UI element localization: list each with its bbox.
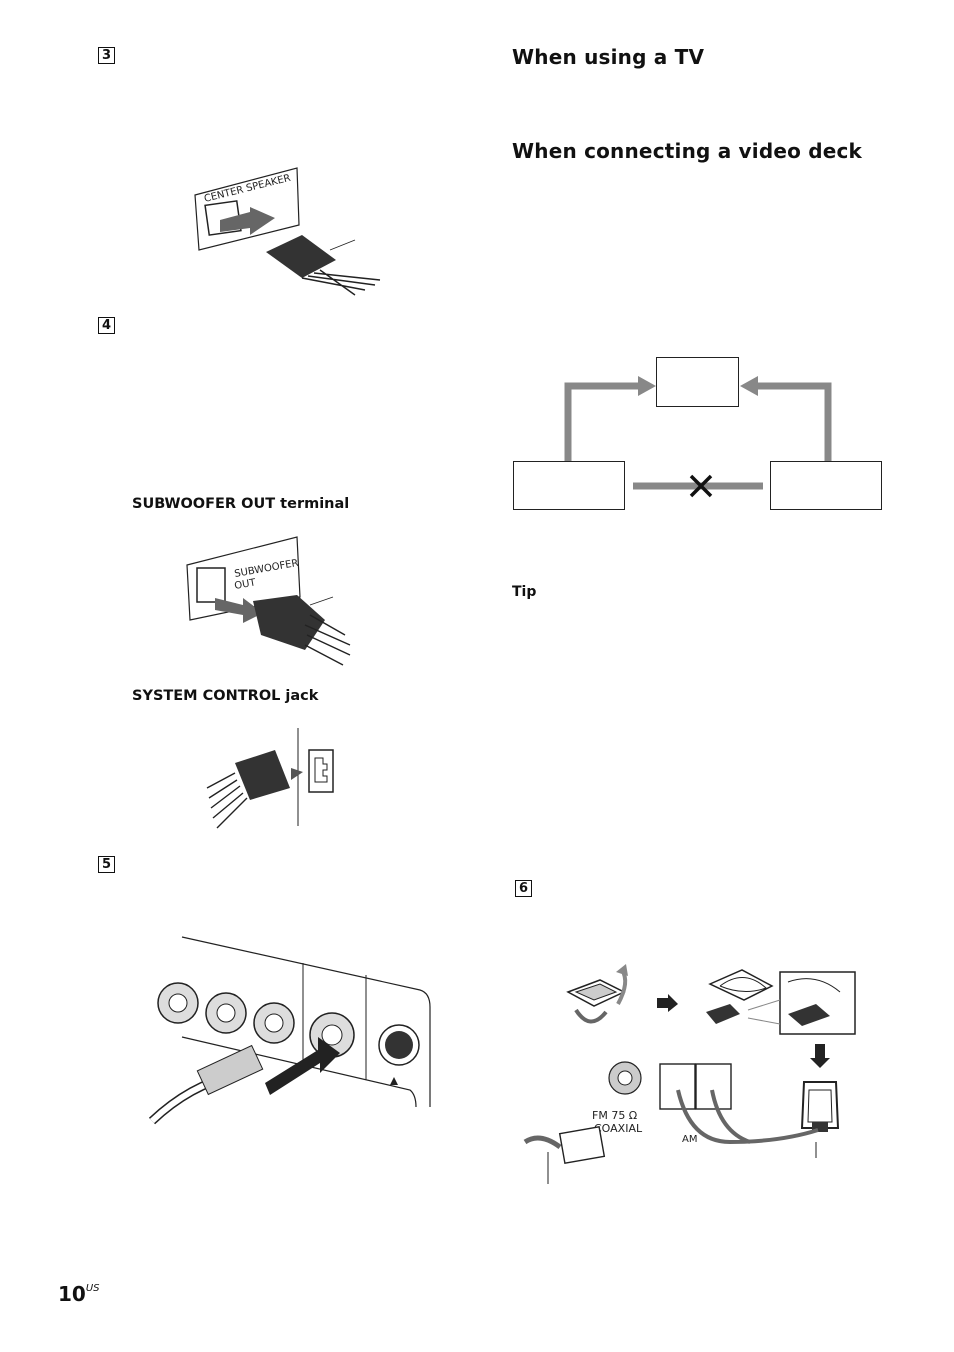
system-control-connection-illustration	[206, 728, 334, 829]
connection-diagram	[512, 356, 884, 514]
center-speaker-connection-illustration: CENTER SPEAKER	[194, 167, 381, 296]
antenna-connection-illustration: FM 75 Ω COAXIAL AM	[523, 964, 856, 1184]
subwoofer-out-terminal-label: SUBWOOFER OUT terminal	[132, 496, 350, 512]
heading-when-connecting-a-video-deck: When connecting a video deck	[512, 139, 863, 163]
diagram-arrows	[564, 376, 832, 498]
heading-when-using-a-tv: When using a TV	[512, 45, 705, 69]
coaxial-label: COAXIAL	[594, 1122, 643, 1135]
subwoofer-out-connection-illustration: SUBWOOFER OUT	[186, 536, 351, 666]
out-text: OUT	[234, 577, 258, 592]
step-4-marker: 4	[98, 317, 115, 334]
diagram-top-box	[656, 357, 739, 407]
diagram-right-box	[770, 461, 882, 510]
diagram-left-box	[513, 461, 625, 510]
step-6-marker: 6	[515, 880, 532, 897]
step-5-marker: 5	[98, 856, 115, 873]
page-number-value: 10	[58, 1282, 86, 1306]
fm-coaxial-label: FM 75 Ω	[592, 1109, 637, 1122]
am-label: AM	[682, 1134, 697, 1145]
system-control-jack-label: SYSTEM CONTROL jack	[132, 688, 319, 704]
step-3-marker: 3	[98, 47, 115, 64]
tip-label: Tip	[512, 584, 537, 600]
page-number-suffix: US	[85, 1283, 100, 1295]
page-number: 10US	[58, 1282, 100, 1306]
rear-panel-jacks-illustration	[148, 936, 431, 1125]
